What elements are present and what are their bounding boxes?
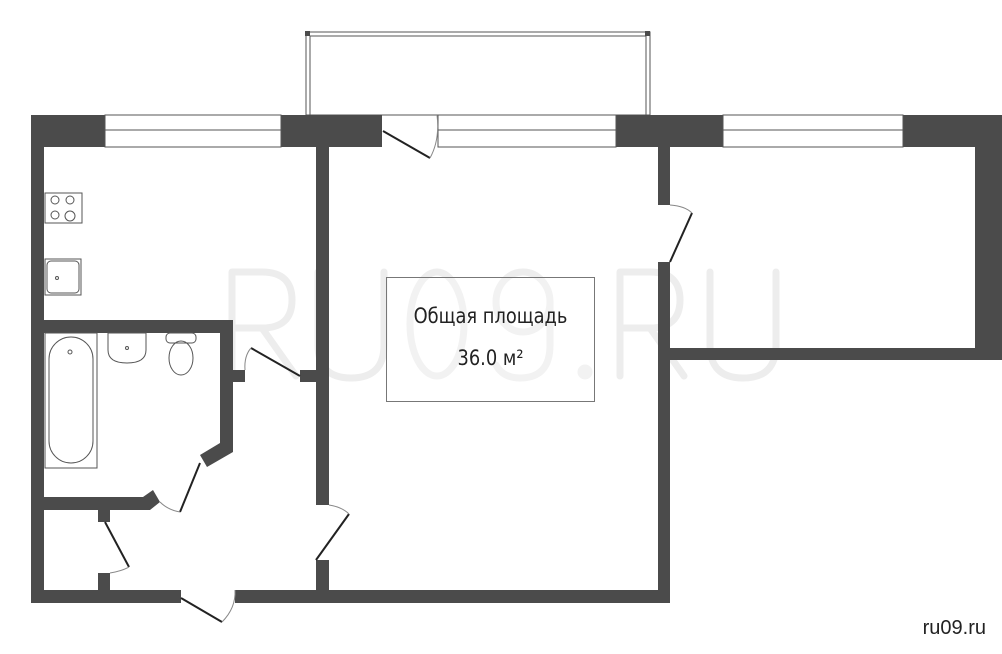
bathtub-icon <box>44 332 98 469</box>
area-caption: Общая площадь <box>413 304 568 328</box>
fixtures <box>44 192 197 469</box>
toilet-icon <box>165 332 197 376</box>
walls <box>31 115 1002 603</box>
doors <box>104 114 693 623</box>
balcony <box>305 31 651 116</box>
site-watermark: ru09.ru <box>922 617 986 639</box>
sink-icon <box>44 258 82 296</box>
area-value: 36.0 м² <box>457 346 524 370</box>
stove-icon <box>44 192 83 224</box>
total-area-label: Общая площадь 36.0 м² <box>386 277 595 402</box>
windows <box>104 114 904 148</box>
washbasin-icon <box>107 332 147 364</box>
